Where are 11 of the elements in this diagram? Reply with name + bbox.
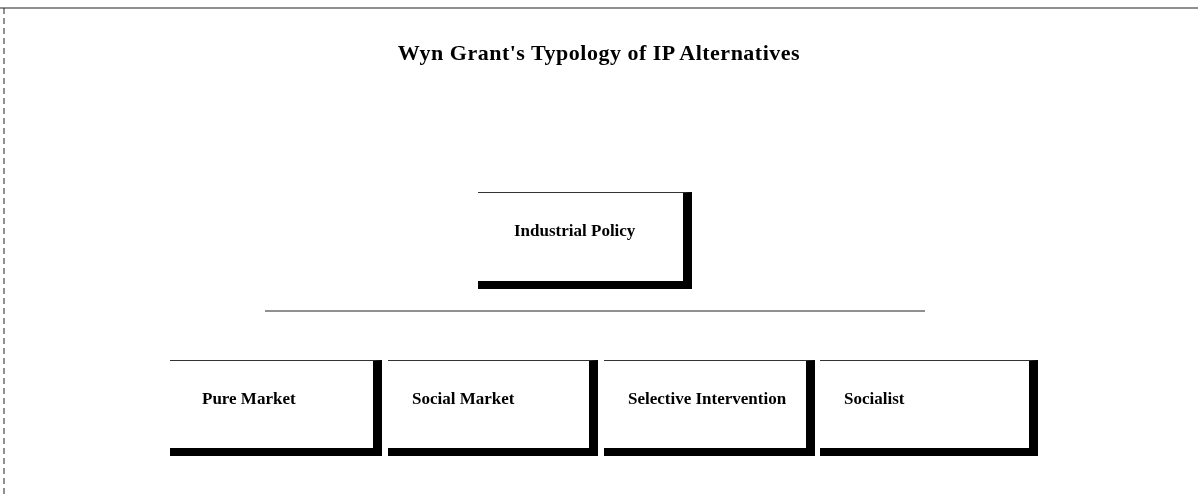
category-box (388, 360, 598, 456)
box-label: Social Market (412, 389, 516, 409)
box-label: Socialist (844, 389, 906, 409)
category-box (820, 360, 1038, 456)
box-label: Selective Intervention (628, 389, 788, 409)
category-box (604, 360, 815, 456)
box-label: Pure Market (202, 389, 297, 409)
category-box (170, 360, 382, 456)
box-label: Industrial Policy (514, 220, 637, 242)
diagram-title: Wyn Grant's Typology of IP Alternatives (396, 40, 802, 66)
category-box (478, 192, 692, 289)
